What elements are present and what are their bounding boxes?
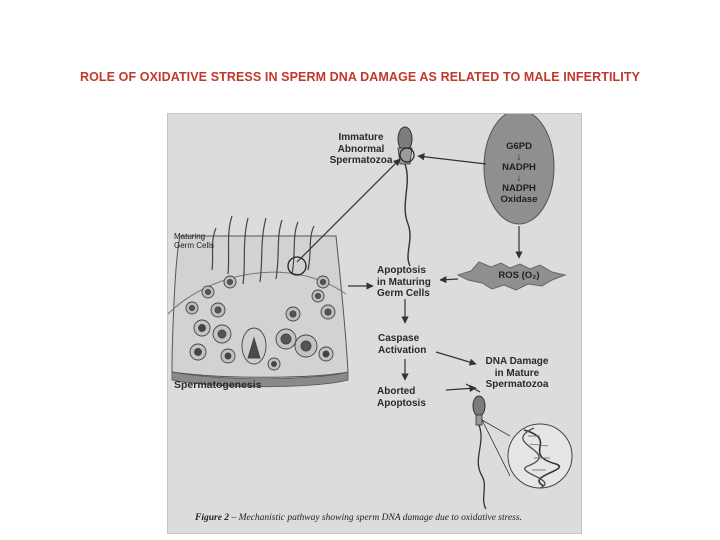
label-line: Apoptosis — [377, 397, 426, 409]
label-spermatogenesis: Spermatogenesis — [174, 379, 262, 391]
label-line: DNA Damage — [485, 356, 549, 367]
enzyme-pathway-oval — [483, 114, 555, 225]
label-line: Germ Cells — [377, 288, 430, 299]
slide-title: ROLE OF OXIDATIVE STRESS IN SPERM DNA DA… — [79, 70, 641, 84]
label-ros: ROS (O₂) — [498, 270, 540, 281]
pathway-step: Oxidase — [500, 193, 538, 205]
label-line: Aborted — [377, 386, 416, 397]
label-maturing-germ-cells: Maturing Germ Cells — [174, 232, 214, 250]
label-line: in Maturing — [377, 276, 431, 288]
ros-burst-shape — [456, 261, 567, 291]
mature-spermatozoon — [472, 395, 511, 510]
label-caspase-activation: Caspase Activation — [378, 333, 426, 356]
label-line: Activation — [378, 344, 427, 356]
label-aborted-apoptosis: Aborted Apoptosis — [377, 386, 426, 409]
label-apoptosis-maturing-germ-cells: Apoptosis in Maturing Germ Cells — [377, 265, 431, 300]
label-immature-abnormal-spermatozoa: Immature Abnormal Spermatozoa — [316, 132, 406, 167]
immature-spermatozoon — [397, 126, 415, 267]
pathway-step: G6PD — [506, 141, 532, 152]
pathway-g6pd: G6PD ↓ NADPH ↓ NADPH Oxidase — [484, 141, 554, 205]
figure-caption: Figure 2 – Mechanistic pathway showing s… — [195, 513, 575, 523]
label-line: in Mature — [494, 367, 540, 379]
label-line: Maturing — [174, 232, 206, 241]
label-line: Apoptosis — [377, 265, 426, 276]
label-line: Spermatozoa — [329, 155, 393, 166]
pathway-arrow-icon: ↓ — [516, 172, 522, 184]
caption-label: Figure 2 — [195, 513, 230, 523]
pathway-step: NADPH — [502, 183, 536, 194]
pathway-step: NADPH — [502, 162, 536, 173]
label-line: Immature — [338, 132, 384, 143]
label-line: Spermatozoa — [485, 379, 549, 390]
dna-helix-icon — [507, 423, 573, 489]
pathway-arrow-icon: ↓ — [516, 151, 522, 163]
label-line: Abnormal — [337, 143, 385, 155]
caption-text: – Mechanistic pathway showing sperm DNA … — [229, 513, 522, 523]
figure-artwork — [168, 114, 573, 510]
seminiferous-tubule-illustration — [168, 215, 349, 388]
label-dna-damage-mature-spermatozoa: DNA Damage in Mature Spermatozoa — [476, 356, 558, 391]
label-line: Caspase — [378, 333, 420, 344]
mechanistic-pathway-figure: Immature Abnormal Spermatozoa Maturing G… — [167, 113, 582, 534]
label-line: Germ Cells — [174, 241, 215, 250]
